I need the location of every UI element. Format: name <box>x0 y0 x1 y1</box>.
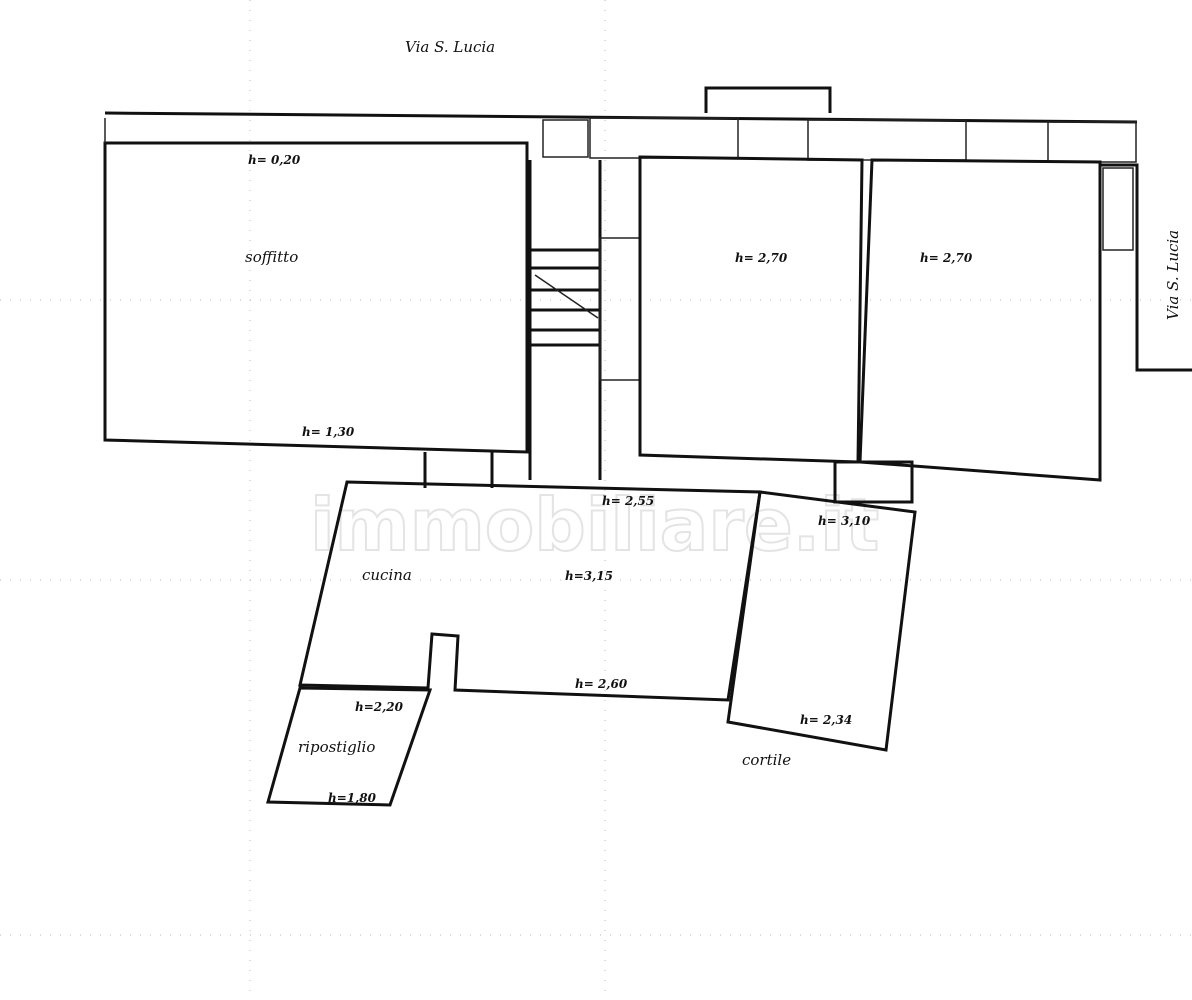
height-corridor: h= 2,55 <box>602 494 654 508</box>
height-soffitto-top: h= 0,20 <box>248 153 301 167</box>
room-right <box>858 158 1102 482</box>
height-cortile-bottom: h= 2,34 <box>800 713 852 727</box>
height-ripostiglio-top: h=2,20 <box>355 700 404 714</box>
room-label-soffitto: soffitto <box>245 248 298 266</box>
height-ripostiglio-bottom: h=1,80 <box>328 791 377 805</box>
height-cucina-bottom: h= 2,60 <box>575 677 628 691</box>
street-label-right: Via S. Lucia <box>1164 230 1182 320</box>
room-cortile-side <box>726 490 917 752</box>
street-label-top: Via S. Lucia <box>405 38 495 56</box>
height-cucina: h=3,15 <box>565 569 613 583</box>
room-label-ripostiglio: ripostiglio <box>298 738 375 756</box>
room-soffitto <box>103 141 529 454</box>
stairs <box>530 248 600 347</box>
height-soffitto-bottom: h= 1,30 <box>302 425 355 439</box>
walls <box>103 86 1192 807</box>
area-label-cortile: cortile <box>742 751 791 769</box>
height-room-middle: h= 2,70 <box>735 251 788 265</box>
room-label-cucina: cucina <box>362 566 412 584</box>
height-room-right: h= 2,70 <box>920 251 973 265</box>
height-cortile-top: h= 3,10 <box>818 514 871 528</box>
room-middle <box>638 155 864 464</box>
room-ripostiglio <box>266 686 433 807</box>
